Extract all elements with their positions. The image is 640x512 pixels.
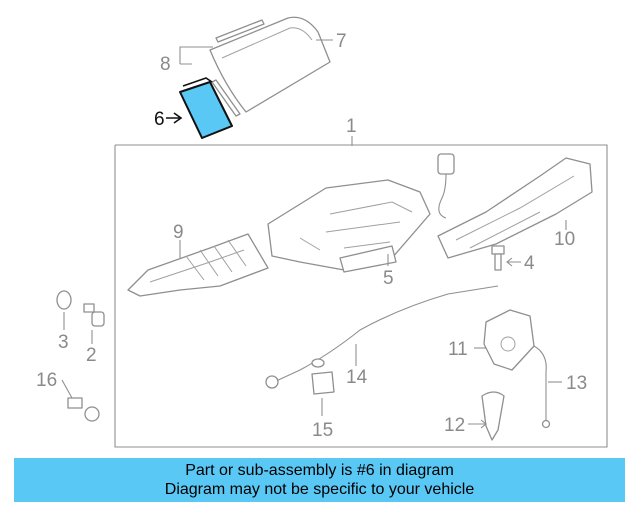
part-2-screw (83, 303, 105, 327)
callout-10: 10 (554, 229, 575, 250)
callout-2: 2 (86, 345, 97, 366)
leader-4 (506, 257, 521, 267)
part-5-bin (267, 179, 431, 273)
part-13-rod (533, 345, 551, 429)
assembly-frame (114, 144, 608, 448)
part-10-bracket (437, 157, 593, 259)
callout-1: 1 (346, 116, 357, 137)
callout-11: 11 (448, 339, 468, 360)
part-15-clip (311, 371, 335, 395)
callout-13: 13 (566, 373, 587, 394)
banner-line-part: Part or sub-assembly is #6 in diagram (185, 462, 454, 479)
callout-5: 5 (383, 268, 394, 289)
callout-9: 9 (173, 222, 184, 243)
info-banner: Part or sub-assembly is #6 in diagram Di… (14, 458, 625, 502)
callout-14: 14 (346, 367, 368, 388)
part-7-lid (209, 16, 331, 113)
part-6-panel (179, 77, 233, 139)
banner-line-disclaimer: Diagram may not be specific to your vehi… (164, 481, 475, 498)
part-11-lock (483, 309, 535, 371)
callout-4: 4 (524, 253, 535, 274)
part-4-bolt (491, 245, 505, 271)
part-14-cable (265, 285, 499, 389)
callout-3: 3 (58, 332, 69, 353)
callout-15: 15 (312, 420, 333, 441)
leader-6 (166, 112, 183, 124)
callout-12: 12 (444, 415, 465, 436)
callout-16: 16 (36, 370, 57, 391)
leader-16 (61, 379, 73, 399)
callout-6: 6 (154, 109, 165, 130)
sensor-assembly (437, 153, 455, 219)
part-12-handle (481, 391, 505, 441)
part-16-pin (67, 397, 100, 422)
leader-12 (468, 419, 487, 429)
callout-8: 8 (160, 54, 171, 75)
leader-8 (179, 46, 213, 65)
part-8-seal (211, 19, 265, 117)
parts-diagram: 1 2 3 4 5 6 7 8 9 10 11 12 13 14 15 16 (36, 16, 608, 448)
callout-7: 7 (336, 31, 347, 52)
part-3-washer (56, 290, 72, 310)
part-9-duct (127, 233, 269, 297)
